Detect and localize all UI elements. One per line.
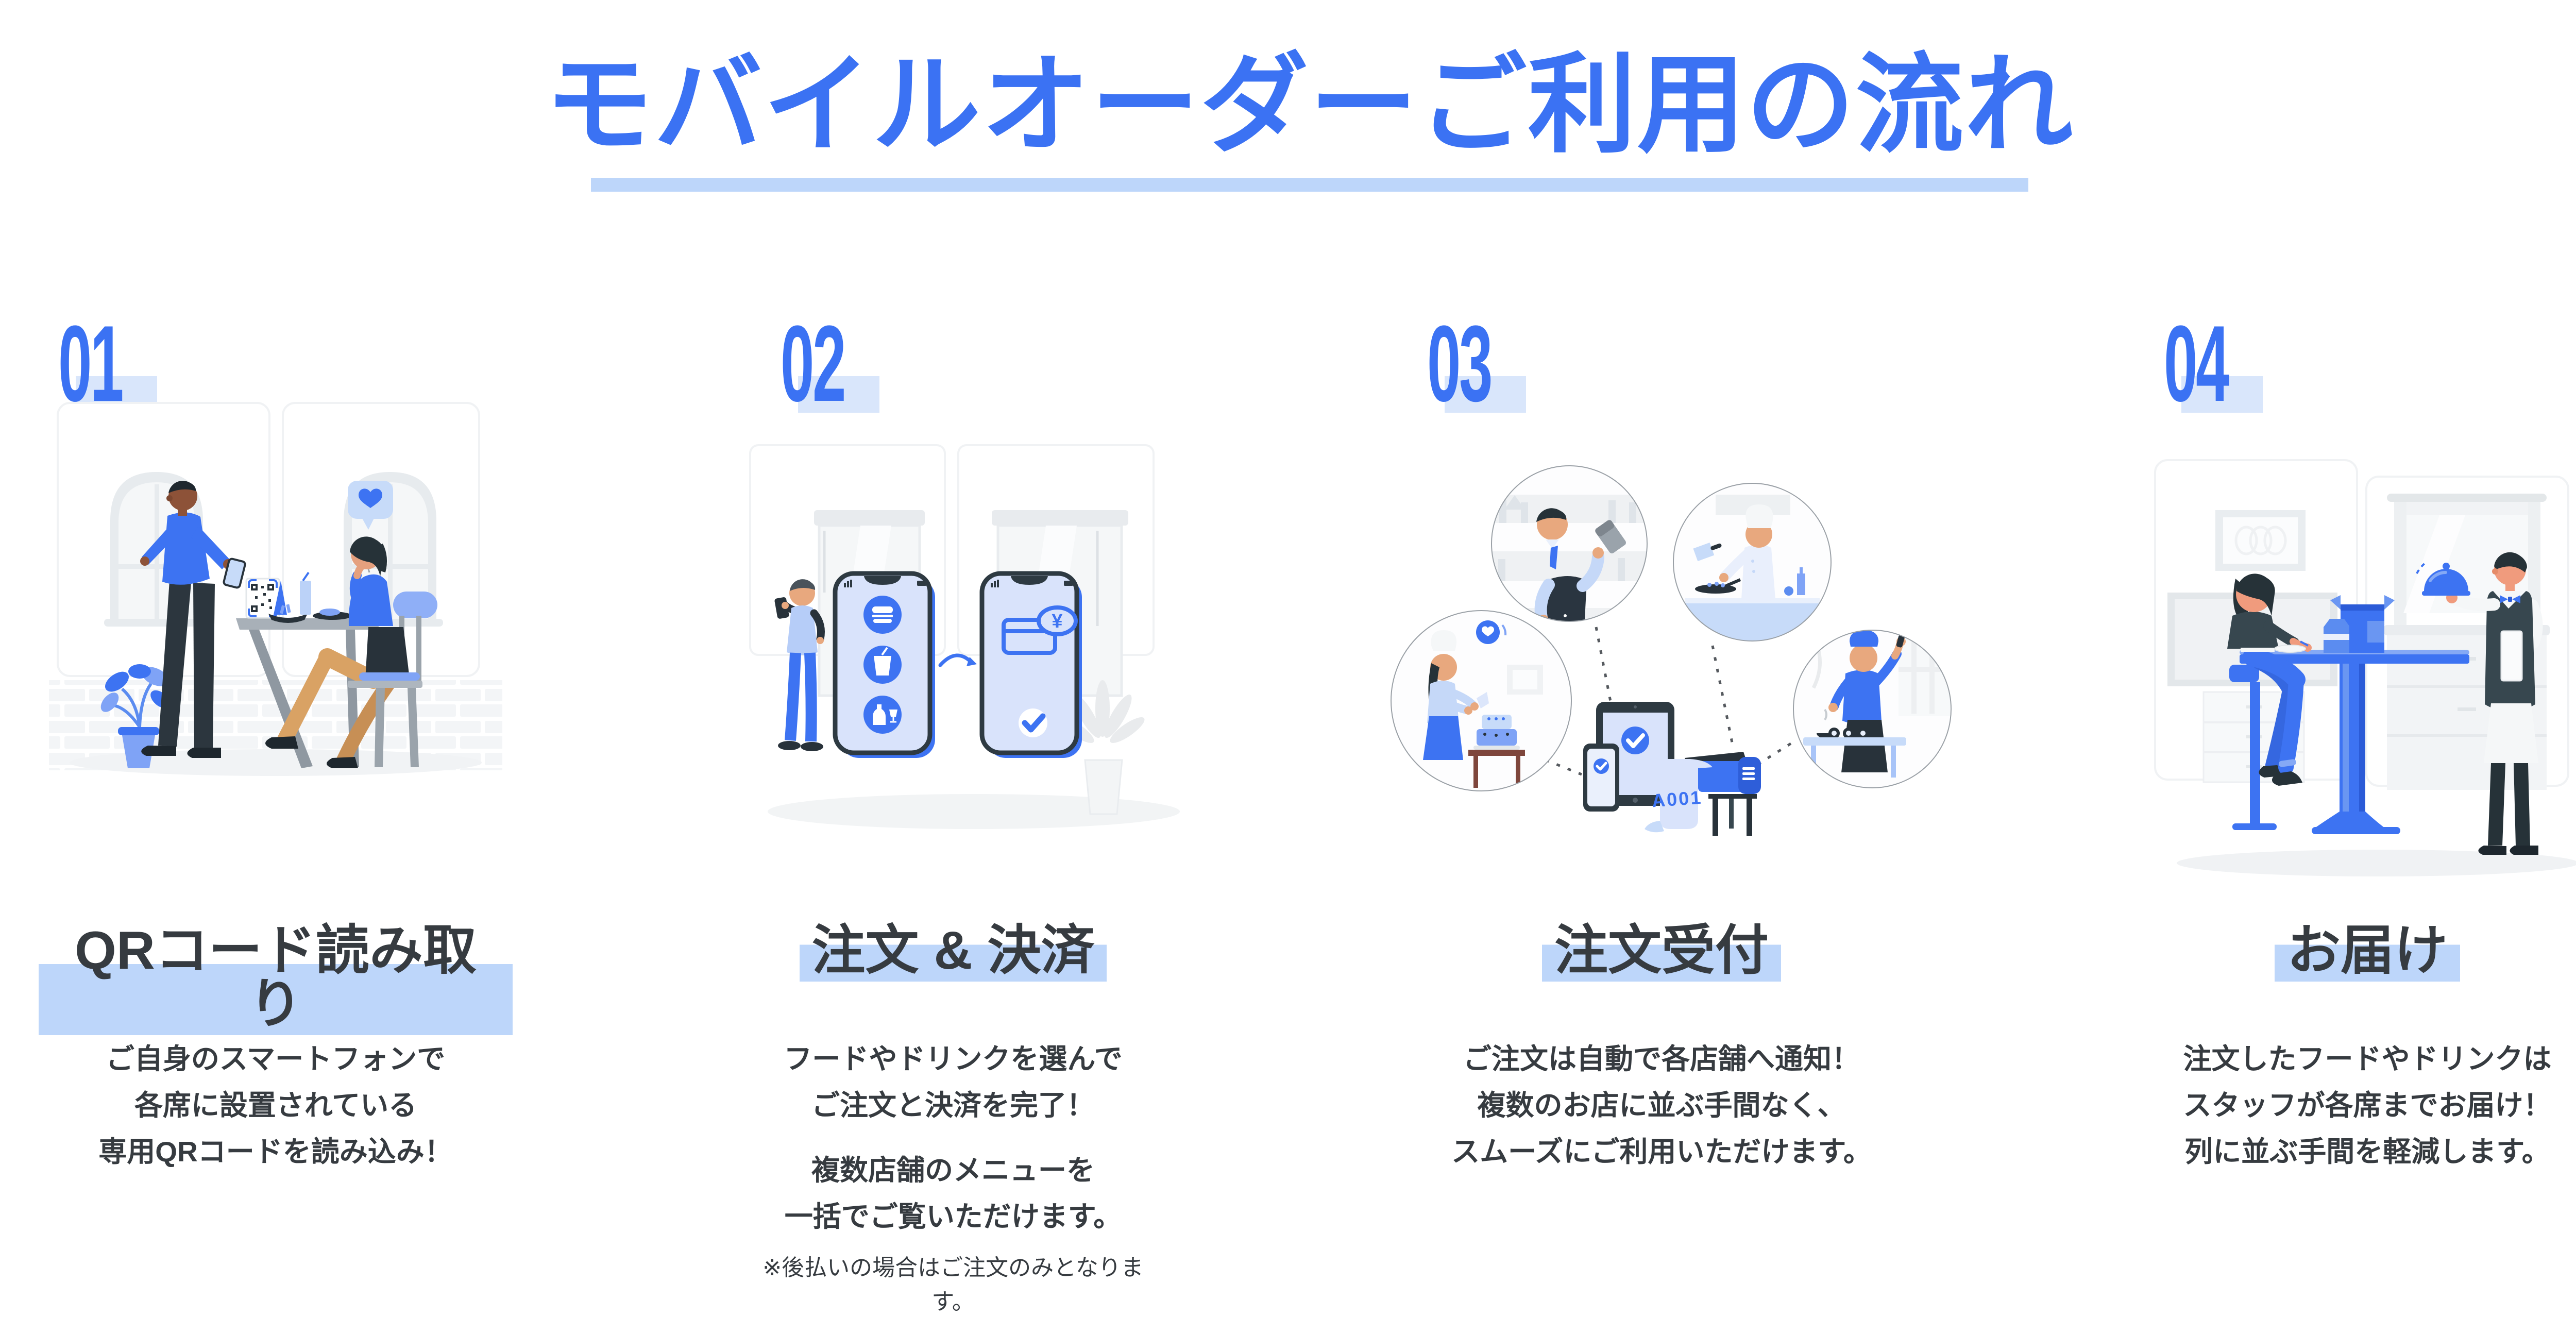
phone-icon <box>223 558 246 589</box>
step-number: 03 <box>1427 310 1613 451</box>
step-title: 注文受付 <box>1376 924 1947 982</box>
order-reception-illustration: A001 <box>1376 399 2030 889</box>
waiter <box>2416 552 2543 855</box>
step-number-box <box>2181 376 2263 413</box>
svg-text:A001: A001 <box>1651 787 1703 812</box>
footnote: ※後払いの場合はご注文のみとなります。 <box>762 1255 1144 1314</box>
picture-frame <box>2215 510 2306 571</box>
description-line: 各席に設置されている <box>134 1089 417 1121</box>
floor-shadow <box>768 794 1180 829</box>
step-column-1: 01 <box>39 310 513 1317</box>
step-number-text: 02 <box>781 303 846 424</box>
step-description: ご自身のスマートフォンで 各席に設置されている 専用QRコードを読み込み！ <box>39 1036 513 1175</box>
description-line: ご自身のスマートフォンで <box>106 1043 446 1075</box>
printer-icon <box>1685 752 1761 836</box>
step-title: 注文 & 決済 <box>742 924 1164 982</box>
step-title-text: 注文受付 <box>1541 924 1781 982</box>
floor-shadow <box>2177 850 2576 876</box>
step-title-text: 注文 & 決済 <box>799 924 1107 982</box>
arrow-icon <box>938 653 977 667</box>
shaker-icon <box>1595 520 1626 553</box>
step-number-text: 01 <box>58 303 124 424</box>
description-line: 専用QRコードを読み込み！ <box>98 1136 453 1168</box>
qr-scan-illustration <box>39 399 513 889</box>
description-line: ご注文と決済を完了！ <box>811 1089 1095 1121</box>
description-line: 注文したフードやドリンクは <box>2183 1043 2552 1075</box>
person-ordering <box>774 579 825 751</box>
phone-icon <box>1583 744 1619 812</box>
description-line: フードやドリンクを選んで <box>784 1043 1123 1075</box>
heart-bubble-icon <box>348 481 393 530</box>
stool <box>2229 665 2277 830</box>
yen-badge: ¥ <box>1037 605 1078 636</box>
wok-chef-vignette <box>1685 495 1820 641</box>
takeout-boxes <box>2324 595 2395 653</box>
step-column-2: 02 <box>742 310 1216 1317</box>
description-line: 複数のお店に並ぶ手間なく、 <box>1477 1089 1846 1121</box>
receipt: A001 <box>1645 759 1713 833</box>
step-column-3: 03 <box>1376 310 2030 1317</box>
menu-phone <box>833 571 935 758</box>
bow-tie-icon <box>2500 595 2520 603</box>
step-title-text: お届け <box>2274 924 2460 982</box>
step-number-box <box>798 376 879 413</box>
step-number: 01 <box>58 310 244 451</box>
seated-customer <box>2227 573 2312 786</box>
step-title: QRコード読み取り <box>39 924 513 1035</box>
description-line: 一括でご覧いただけます。 <box>784 1201 1122 1232</box>
step-number: 02 <box>781 310 966 451</box>
title-underline <box>590 178 2028 192</box>
person-scanning-qr <box>140 481 246 758</box>
sushi-chef-vignette <box>1803 630 1950 778</box>
step-description: フードやドリンクを選んで ご注文と決済を完了！ 複数店舗のメニューを 一括でご覧… <box>742 1036 1164 1317</box>
step-title-text: QRコード読み取り <box>39 924 513 1035</box>
order-payment-illustration: ¥ <box>742 399 1216 889</box>
checkmark-icon <box>1019 708 1047 737</box>
description-line: スムーズにご利用いただけます。 <box>1451 1136 1872 1168</box>
cloche-icon <box>2416 562 2470 596</box>
description-line: 列に並ぶ手間を軽減します。 <box>2184 1136 2550 1168</box>
step-number: 04 <box>2164 310 2349 451</box>
description-line: 複数店舗のメニューを <box>811 1154 1095 1186</box>
step-number-text: 03 <box>1427 303 1493 424</box>
heart-badge-icon <box>1476 620 1507 644</box>
svg-text:¥: ¥ <box>1052 611 1062 632</box>
payment-phone: ¥ <box>979 571 1082 758</box>
description-line: スタッフが各席までお届け！ <box>2183 1089 2552 1121</box>
pastry-chef-vignette <box>1423 630 1543 788</box>
person-eating <box>265 536 437 768</box>
step-title: お届け <box>2130 924 2576 982</box>
knife-icon <box>1896 630 1915 648</box>
table-items <box>268 571 352 623</box>
step-description: ご注文は自動で各店舗へ通知！ 複数のお店に並ぶ手間なく、 スムーズにご利用いただ… <box>1376 1036 1947 1175</box>
step-number-box <box>1445 376 1526 413</box>
delivery-illustration <box>2130 399 2576 889</box>
page-title: モバイルオーダーご利用の流れ <box>545 44 2074 165</box>
description-line: ご注文は自動で各店舗へ通知！ <box>1463 1043 1860 1075</box>
step-number-text: 04 <box>2164 303 2229 424</box>
step-description: 注文したフードやドリンクは スタッフが各席までお届け！ 列に並ぶ手間を軽減します… <box>2130 1036 2576 1175</box>
step-column-4: 04 <box>2130 310 2576 1317</box>
